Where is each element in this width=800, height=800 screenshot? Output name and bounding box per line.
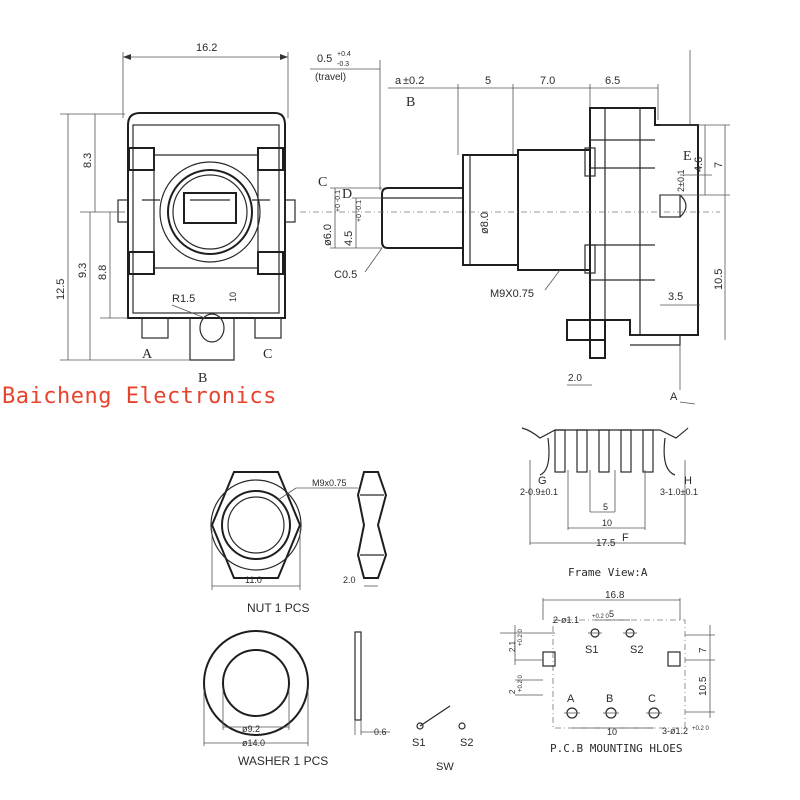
nut-thick: 2.0 (343, 575, 356, 585)
frame-label-f: F (622, 532, 629, 544)
pcb-dim-s-holes: 2-ø1.1 (553, 615, 579, 625)
pcb-label-c: C (648, 693, 656, 705)
pcb-label-a: A (567, 693, 575, 705)
dim-12-5: 12.5 (55, 279, 67, 300)
dim-travel: 0.5 (317, 53, 332, 65)
pcb-label-s1: S1 (585, 644, 598, 656)
side-label-d: D (342, 187, 352, 202)
switch: S1 S2 SW (412, 705, 473, 773)
frame-dim-ten: 10 (602, 518, 612, 528)
frame-dim-total: 17.5 (596, 538, 616, 549)
brand-watermark: Baicheng Electronics (2, 384, 277, 409)
switch-caption: SW (436, 761, 454, 773)
dim-width: 16.2 (196, 42, 217, 54)
nut-thread: M9x0.75 (312, 478, 347, 488)
dim-a-tol: ±0.2 (403, 75, 424, 87)
pcb-dim-ten: 10 (607, 727, 617, 737)
dim-six5: 6.5 (605, 75, 620, 87)
dim-chamfer: C0.5 (334, 269, 357, 281)
dim-two0: 2.0 (568, 373, 582, 384)
dim-three5: 3.5 (668, 291, 683, 303)
washer-outer: ø14.0 (242, 738, 265, 748)
front-view: 16.2 8.3 12.5 9.3 (55, 42, 296, 386)
washer-thick: 0.6 (374, 727, 387, 737)
dim-body-dia: ø8.0 (479, 212, 491, 234)
dim-radius: R1.5 (172, 293, 195, 305)
dim-seven-right: 7 (713, 162, 725, 168)
dim-five: 5 (485, 75, 491, 87)
dim-a: a (395, 75, 402, 87)
dim-8-3: 8.3 (82, 153, 94, 168)
dim-thread: M9X0.75 (490, 288, 534, 300)
side-view: 0.5 +0.4 -0.3 (travel) a ±0.2 B 5 7.0 6.… (300, 50, 730, 405)
pcb-dim-side1: 2.1 (508, 640, 517, 652)
pcb-dim-s-tol: +0.2 0 (592, 614, 610, 620)
washer: ø9.2 ø14.0 0.6 WASHER 1 PCS (203, 630, 390, 768)
dim-four6: 4.6 (693, 157, 705, 172)
switch-s2: S2 (460, 737, 473, 749)
dim-8-8: 8.8 (97, 265, 109, 280)
pcb-title: P.C.B MOUNTING HLOES (550, 742, 682, 755)
dim-shaft-dia-tol: +0 -0.1 (335, 190, 342, 212)
dim-ten: 10 (228, 292, 238, 302)
dim-flat: 4.5 (343, 231, 355, 246)
side-label-e: E (683, 149, 692, 164)
dim-travel-tol-up: +0.4 (337, 51, 351, 58)
pcb-dim-side1-tol: +0.2 0 (518, 628, 524, 646)
dim-ten5: 10.5 (713, 269, 725, 290)
washer-inner: ø9.2 (242, 724, 260, 734)
dim-two-tol: 2±0.1 (676, 170, 686, 192)
pcb-label-b: B (606, 693, 613, 705)
nut-width: 11.0 (245, 575, 262, 585)
pin-label-c: C (263, 347, 272, 362)
pcb-dim-side2: 2 (508, 689, 517, 694)
frame-view: G H 2-0.9±0.1 3-1.0±0.1 5 10 17.5 F Fram… (520, 427, 698, 579)
pcb-dim-width: 16.8 (605, 590, 625, 601)
switch-s1: S1 (412, 737, 425, 749)
frame-dim-left: 2-0.9±0.1 (520, 487, 558, 497)
frame-dim-right: 3-1.0±0.1 (660, 487, 698, 497)
pcb-dim-ten5: 10.5 (698, 676, 709, 696)
pin-label-b: B (198, 371, 207, 386)
dim-seven: 7.0 (540, 75, 555, 87)
pcb-dim-five: 5 (609, 609, 614, 619)
pcb-label-s2: S2 (630, 644, 643, 656)
dim-b-label: B (406, 95, 415, 110)
dim-9-3: 9.3 (77, 263, 89, 278)
view-a-label: A (670, 391, 678, 403)
frame-label-h: H (684, 475, 692, 487)
pcb-dim-abc-holes: 3-ø1.2 (662, 726, 688, 736)
dim-shaft-dia: ø6.0 (322, 224, 334, 246)
pin-label-a: A (142, 347, 153, 362)
pcb-dim-side2-tol: +0.2 0 (518, 674, 524, 692)
dim-travel-tol-dn: -0.3 (337, 61, 349, 68)
frame-dim-five: 5 (603, 502, 608, 512)
side-label-c: C (318, 175, 327, 190)
dim-flat-tol: +0 -0.1 (356, 200, 363, 222)
pcb-dim-seven: 7 (698, 647, 709, 653)
pcb-dim-abc-tol: +0.2 0 (692, 726, 710, 732)
frame-view-title: Frame View:A (568, 566, 648, 579)
nut: M9x0.75 11.0 2.0 NUT 1 PCS (210, 471, 388, 615)
dim-travel-note: (travel) (315, 72, 346, 83)
pcb-holes: 16.8 2-ø1.1 +0.2 0 5 S1 S2 2.1 +0.2 0 2 … (500, 590, 715, 755)
washer-caption: WASHER 1 PCS (238, 754, 328, 768)
frame-label-g: G (538, 475, 547, 487)
nut-caption: NUT 1 PCS (247, 601, 309, 615)
